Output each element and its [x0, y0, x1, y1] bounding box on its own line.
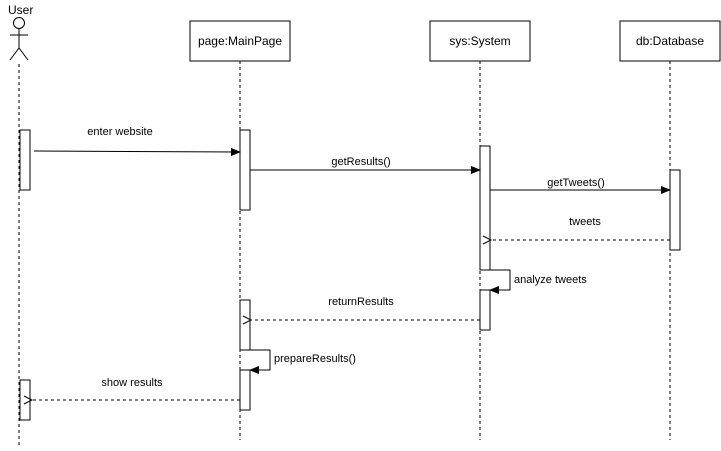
user-activation-2 — [19, 379, 31, 421]
participant-sys-label: sys:System — [449, 34, 510, 48]
sys-activation-2 — [479, 289, 491, 331]
stick-figure-icon — [9, 17, 29, 61]
participant-page-box — [189, 20, 291, 62]
message-show-results-label: show results — [101, 377, 163, 389]
user-activation-1 — [19, 129, 31, 191]
page-activation-3 — [239, 369, 251, 411]
participant-db: db:Database — [619, 20, 721, 62]
sys-activation-1 — [479, 145, 491, 271]
message-enter-website-arrow — [33, 147, 241, 156]
message-tweets-label: tweets — [569, 216, 601, 228]
message-get-results-label: getResults() — [331, 156, 390, 168]
participant-db-box — [619, 20, 721, 62]
page-activation-1 — [239, 129, 251, 211]
db-activation-1 — [669, 169, 681, 251]
message-analyze-tweets-arrow — [480, 269, 511, 294]
user-actor-label: User — [8, 3, 33, 17]
user-actor: User — [8, 3, 33, 61]
participant-page-label: page:MainPage — [198, 34, 282, 48]
message-return-results-label: returnResults — [328, 296, 394, 308]
participant-sys: sys:System — [429, 20, 531, 62]
page-activation-2 — [239, 299, 251, 351]
message-analyze-tweets-label: analyze tweets — [514, 274, 587, 286]
participant-sys-box — [429, 20, 531, 62]
message-get-tweets-label: getTweets() — [547, 177, 604, 189]
participant-page: page:MainPage — [189, 20, 291, 62]
message-prepare-results-label: prepareResults() — [274, 353, 356, 365]
message-prepare-results-arrow — [240, 349, 271, 374]
participant-db-label: db:Database — [636, 34, 704, 48]
message-enter-website-label: enter website — [87, 126, 152, 138]
